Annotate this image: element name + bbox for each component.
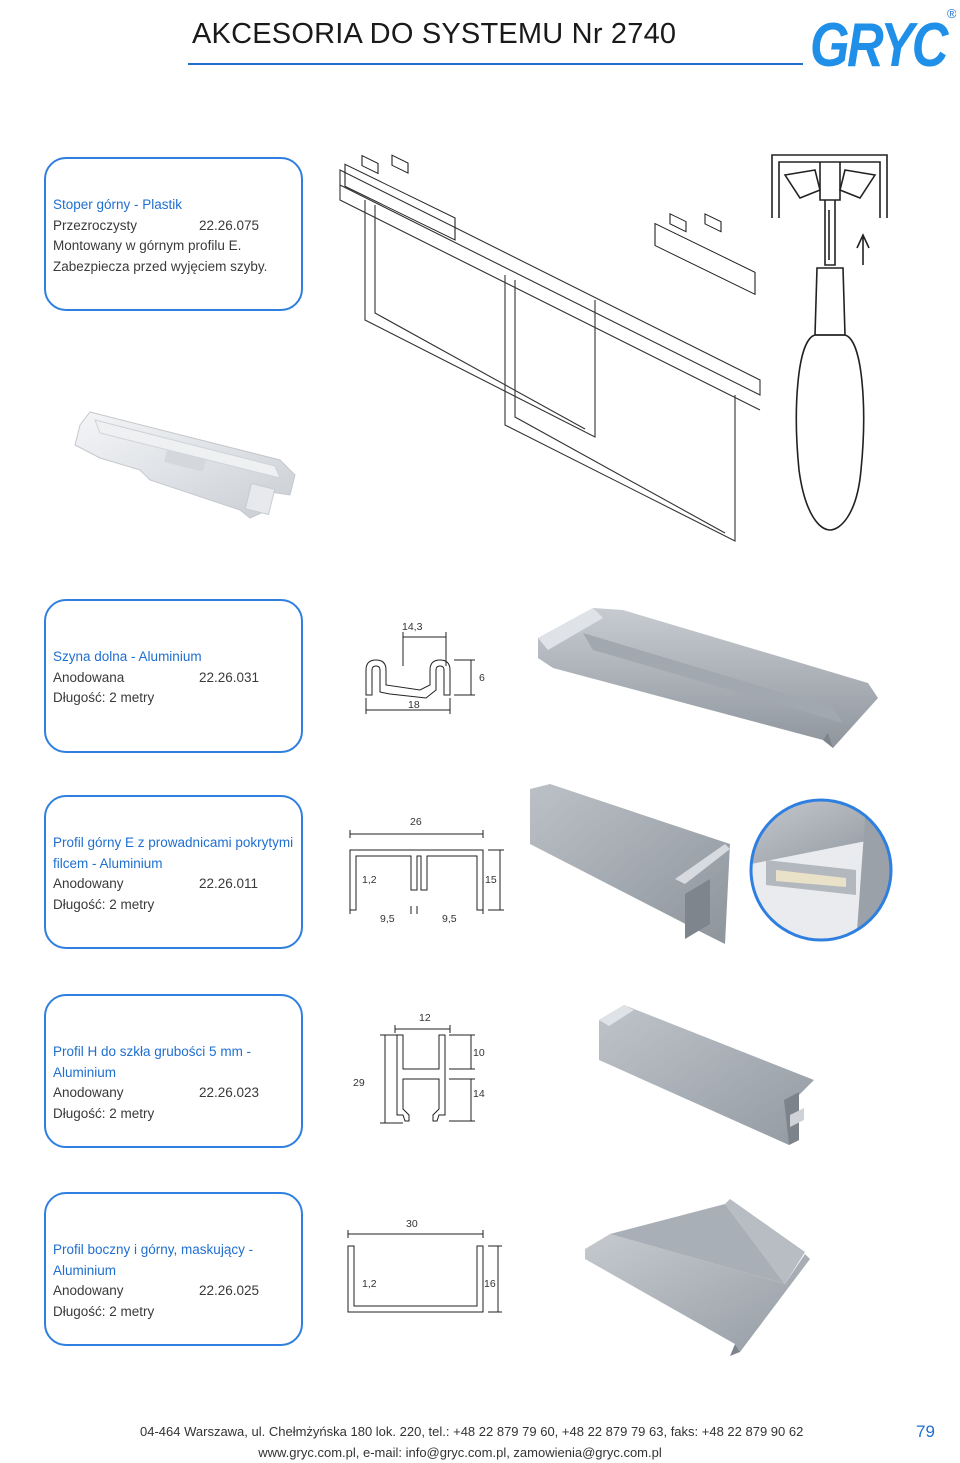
profil-h-cross-section: 12 29 10 14 — [353, 1012, 485, 1124]
product-card-profil-boczny: Profil boczny i górny, maskujący - Alumi… — [44, 1192, 303, 1346]
product-info: Profil górny E z prowadnicami pokrytymi … — [53, 833, 293, 915]
svg-text:1,2: 1,2 — [362, 1278, 377, 1290]
svg-text:9,5: 9,5 — [380, 913, 395, 925]
product-finish: Anodowany — [53, 876, 124, 891]
product-card-profil-gorny-e: Profil górny E z prowadnicami pokrytymi … — [44, 795, 303, 949]
svg-text:30: 30 — [406, 1218, 418, 1230]
profil-boczny-cross-section: 30 1,2 16 — [347, 1218, 502, 1313]
product-code: 22.26.023 — [199, 1085, 260, 1100]
product-name: Profil H do szkła grubości 5 mm - Alumin… — [53, 1044, 252, 1080]
product-length: Długość: 2 metry — [53, 1105, 155, 1121]
stoper-photo — [74, 411, 296, 519]
svg-text:10: 10 — [473, 1047, 485, 1059]
product-code: 22.26.025 — [199, 1283, 260, 1298]
svg-text:29: 29 — [353, 1077, 365, 1089]
product-card-szyna-dolna: Szyna dolna - Aluminium Anodowana 22.26.0… — [44, 599, 303, 753]
logo-text: GRYC — [810, 11, 949, 74]
product-length: Długość: 2 metry — [53, 896, 155, 912]
szyna-dolna-photo — [538, 608, 878, 748]
profil-h-photo — [599, 1005, 814, 1145]
page-title: AKCESORIA DO SYSTEMU Nr 2740 — [192, 18, 677, 50]
svg-text:1,2: 1,2 — [362, 874, 377, 886]
product-name: Profil górny E z prowadnicami pokrytymi — [53, 835, 294, 850]
felt-guide-detail — [749, 798, 893, 942]
registered-mark: ® — [947, 6, 956, 21]
profil-gorny-e-cross-section: 26 1,2 15 9,5 9,5 — [349, 816, 504, 925]
product-length: Długość: 2 metry — [53, 690, 155, 705]
screwdriver-detail — [771, 154, 888, 531]
svg-text:18: 18 — [408, 699, 420, 711]
svg-text:14: 14 — [473, 1088, 485, 1100]
product-info: Stoper górny - Plastik Przezroczysty 22.2… — [53, 195, 267, 277]
product-code: 22.26.031 — [199, 669, 260, 685]
product-name: Profil boczny i górny, maskujący - Alumi… — [53, 1242, 254, 1278]
product-finish: Anodowana — [53, 669, 125, 685]
profil-boczny-photo — [585, 1199, 810, 1356]
product-name: Szyna dolna - Aluminium — [53, 649, 202, 664]
title-underline — [188, 63, 803, 65]
product-info: Szyna dolna - Aluminium Anodowana 22.26.0… — [53, 647, 259, 709]
svg-text:6: 6 — [479, 672, 485, 684]
product-name: Stoper górny - Plastik — [53, 197, 183, 212]
profil-gorny-e-photo — [530, 784, 730, 944]
szyna-dolna-cross-section: 14,3 18 6 — [365, 621, 485, 714]
product-finish: Anodowany — [53, 1283, 124, 1298]
svg-text:26: 26 — [410, 816, 422, 828]
svg-text:15: 15 — [485, 874, 497, 886]
product-code: 22.26.075 — [199, 217, 260, 233]
product-note: Zabezpiecza przed wyjęciem szyby. — [53, 258, 268, 274]
svg-text:14,3: 14,3 — [402, 621, 423, 633]
product-finish: Przezroczysty — [53, 217, 138, 233]
product-finish: Anodowany — [53, 1085, 124, 1100]
page-number: 79 — [916, 1422, 935, 1441]
product-note: Montowany w górnym profilu E. — [53, 238, 242, 253]
product-info: Profil boczny i górny, maskujący - Alumi… — [53, 1240, 301, 1322]
product-card-profil-h: Profil H do szkła grubości 5 mm - Alumin… — [44, 994, 303, 1148]
footer-address: 04-464 Warszawa, ul. Chełmżyńska 180 lok… — [140, 1424, 804, 1439]
gryc-logo: GRYC ® — [810, 6, 956, 74]
assembly-drawing — [339, 154, 761, 542]
product-length: Długość: 2 metry — [53, 1303, 155, 1319]
footer-contact: www.gryc.com.pl, e-mail: info@gryc.com.p… — [258, 1445, 662, 1460]
svg-text:12: 12 — [419, 1012, 431, 1024]
product-info: Profil H do szkła grubości 5 mm - Alumin… — [53, 1042, 301, 1124]
svg-text:16: 16 — [484, 1278, 496, 1290]
product-code: 22.26.011 — [199, 876, 259, 891]
product-name-cont: filcem - Aluminium — [53, 855, 163, 871]
product-card-stoper: Stoper górny - Plastik Przezroczysty 22.2… — [44, 157, 303, 311]
svg-text:9,5: 9,5 — [442, 913, 457, 925]
